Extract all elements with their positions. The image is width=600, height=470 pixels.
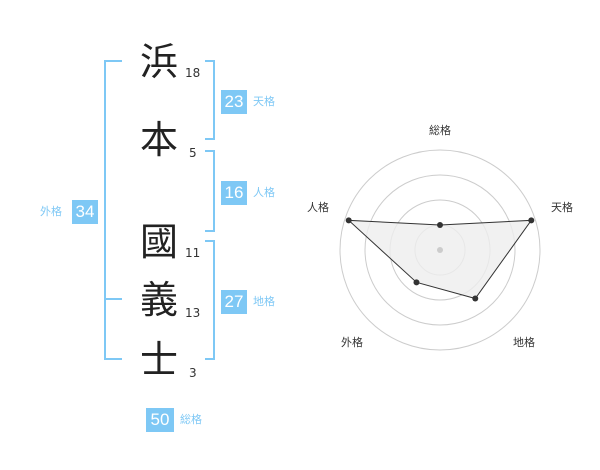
ten-bracket-bottom [205, 138, 215, 140]
stroke-count-3: 11 [185, 246, 201, 260]
radar-series-polygon [347, 219, 533, 300]
chi-bracket-top [205, 240, 215, 242]
ten-bracket-vertical [213, 60, 215, 140]
gai-bracket-top [104, 60, 122, 62]
stroke-count-4: 13 [185, 306, 201, 320]
gai-kaku-badge: 34 [72, 200, 98, 224]
gai-kaku-label: 外格 [40, 205, 62, 218]
jin-kaku-badge: 16 [221, 181, 247, 205]
chi-bracket-vertical [213, 240, 215, 360]
jin-bracket-vertical [213, 150, 215, 232]
stroke-count-5: 3 [189, 366, 197, 380]
radar-chart: 総格 天格 地格 外格 人格 [307, 123, 573, 351]
radar-axis-label-jin: 人格 [307, 200, 329, 214]
radar-center-dot [437, 247, 443, 253]
so-kaku-badge: 50 [146, 408, 174, 432]
name-char-4: 義 [139, 278, 178, 322]
chi-kaku-label: 地格 [253, 295, 275, 308]
radar-ring-4 [339, 149, 541, 351]
radar-point-1 [528, 217, 535, 224]
jin-bracket-bottom [205, 230, 215, 232]
jin-bracket-top [205, 150, 215, 152]
stroke-count-2: 5 [189, 146, 197, 160]
stroke-count-1: 18 [185, 66, 201, 80]
radar-axis-label-ten: 天格 [551, 200, 573, 214]
chi-bracket-bottom [205, 358, 215, 360]
radar-ring-3 [364, 174, 516, 326]
ten-kaku-badge: 23 [221, 90, 247, 114]
gai-bracket-middle [104, 298, 122, 300]
radar-point-2 [472, 295, 479, 302]
so-kaku-label: 総格 [180, 413, 202, 426]
gai-bracket-vertical [104, 60, 106, 360]
chi-kaku-badge: 27 [221, 290, 247, 314]
name-char-3: 國 [139, 220, 178, 264]
radar-axis-label-gai: 外格 [341, 335, 363, 349]
radar-point-3 [413, 279, 420, 286]
radar-point-0 [437, 222, 443, 228]
ten-bracket-top [205, 60, 215, 62]
name-char-1: 浜 [139, 40, 178, 84]
radar-axis-label-so: 総格 [429, 123, 451, 137]
gai-bracket-bottom [104, 358, 122, 360]
jin-kaku-label: 人格 [253, 186, 275, 199]
radar-axis-label-chi: 地格 [513, 335, 535, 349]
radar-point-4 [345, 217, 352, 224]
name-char-2: 本 [139, 118, 178, 162]
ten-kaku-label: 天格 [253, 95, 275, 108]
name-char-5: 士 [139, 338, 178, 382]
